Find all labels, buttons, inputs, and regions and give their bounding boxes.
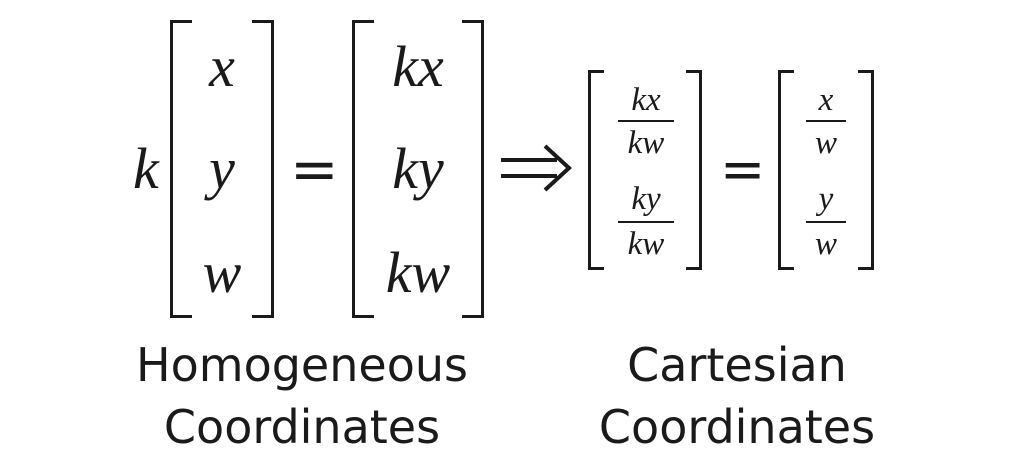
fraction-bar-x-w <box>806 120 846 122</box>
fraction-ky-numerator: ky <box>631 181 661 217</box>
fraction-y-denominator: w <box>814 226 838 262</box>
vector-w: w <box>202 240 242 305</box>
vector-x: x <box>209 34 235 99</box>
fraction-bar-kx-kw <box>618 120 674 122</box>
fraction-kx-denominator: kw <box>627 125 665 161</box>
vector-kw: kw <box>385 240 451 305</box>
scalar-k: k <box>133 136 159 201</box>
vector-y: y <box>209 136 235 201</box>
fraction-bar-y-w <box>806 221 846 223</box>
fraction-ky-denominator: kw <box>627 226 665 262</box>
bracket-right-cartesian <box>858 70 874 270</box>
implies-arrow-icon <box>501 144 572 192</box>
equals-sign-2: = <box>720 138 766 201</box>
bracket-left-homogeneous <box>170 20 192 318</box>
vector-ky: ky <box>392 136 444 201</box>
label-cartesian-line1: Cartesian <box>627 338 847 392</box>
label-homogeneous-line2: Coordinates <box>163 400 441 454</box>
vector-kx: kx <box>392 34 444 99</box>
bracket-left-scaled <box>352 20 374 318</box>
fraction-kx-numerator: kx <box>631 82 661 118</box>
fraction-x-numerator: x <box>818 82 834 118</box>
label-cartesian-line2: Coordinates <box>598 400 876 454</box>
fraction-x-denominator: w <box>814 125 838 161</box>
bracket-right-scaled-fractions <box>686 70 702 270</box>
bracket-left-cartesian <box>778 70 794 270</box>
bracket-right-scaled <box>462 20 484 318</box>
bracket-left-scaled-fractions <box>588 70 604 270</box>
equals-sign-1: = <box>290 135 339 203</box>
bracket-right-homogeneous <box>252 20 274 318</box>
fraction-y-numerator: y <box>818 181 834 217</box>
fraction-bar-ky-kw <box>618 221 674 223</box>
label-homogeneous-line1: Homogeneous <box>136 338 468 392</box>
